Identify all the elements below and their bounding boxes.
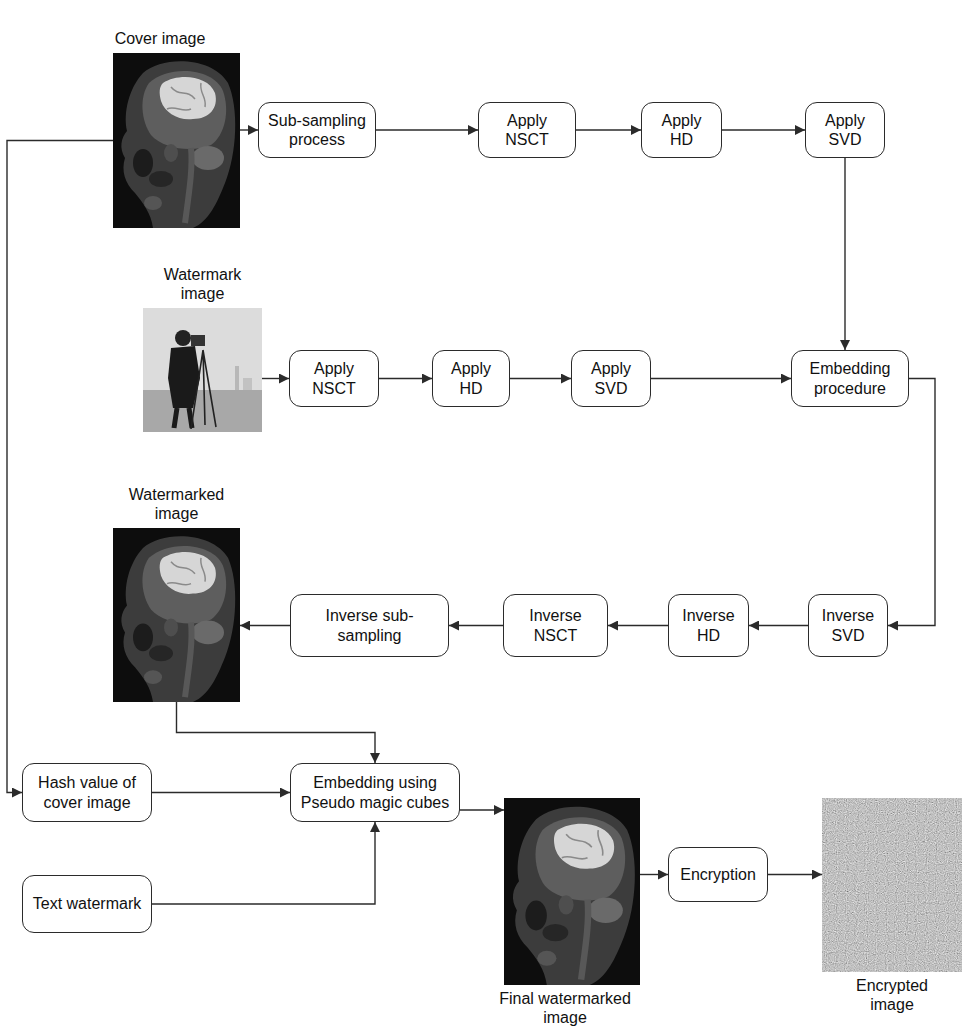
- flow-arrow: [240, 129, 258, 130]
- process-box: Inverse HD: [668, 594, 749, 657]
- noise-illustration: [822, 798, 962, 972]
- flow-arrow: [510, 378, 571, 379]
- image-caption: Watermark image: [148, 265, 258, 303]
- box-label: Apply SVD: [814, 111, 876, 149]
- box-label: Inverse NSCT: [512, 606, 599, 644]
- cameraman-illustration: [143, 308, 262, 432]
- mri-illustration: [113, 53, 240, 228]
- box-label: Embedding procedure: [800, 359, 900, 397]
- connector-group: [7, 130, 935, 904]
- process-box: Apply HD: [641, 102, 722, 158]
- flow-arrow: [749, 625, 808, 626]
- process-box: Text watermark: [22, 875, 152, 933]
- process-box: Apply SVD: [571, 350, 651, 407]
- box-label: Inverse sub-sampling: [299, 606, 440, 644]
- flow-arrow: [608, 625, 668, 626]
- flow-arrow: [722, 129, 805, 130]
- process-box: Inverse NSCT: [503, 594, 608, 657]
- process-box: Hash value of cover image: [22, 763, 152, 822]
- flow-arrow: [376, 129, 478, 130]
- flow-arrow: [379, 378, 432, 379]
- flow-arrow: [460, 809, 504, 810]
- flow-arrow: [449, 625, 503, 626]
- flow-arrow: [177, 702, 376, 763]
- flow-arrow: [152, 792, 290, 793]
- box-label: Text watermark: [33, 894, 141, 913]
- process-box: Apply NSCT: [478, 102, 576, 158]
- image-caption: Final watermarked image: [497, 989, 633, 1027]
- box-label: Apply HD: [650, 111, 713, 149]
- box-label: Inverse SVD: [817, 606, 879, 644]
- flow-arrow: [7, 141, 113, 793]
- process-box: Apply SVD: [805, 102, 885, 158]
- flow-arrow: [152, 822, 375, 904]
- flow-arrow: [262, 378, 289, 379]
- image-caption: Encrypted image: [842, 976, 942, 1014]
- image-frame: Cover image: [113, 53, 240, 228]
- flow-arrow: [576, 129, 641, 130]
- mri-illustration: [504, 798, 640, 985]
- image-caption: Cover image: [97, 29, 224, 48]
- box-label: Apply HD: [441, 359, 501, 397]
- image-frame: Final watermarked image: [504, 798, 640, 985]
- process-box: Encryption: [668, 847, 768, 902]
- process-box: Inverse sub-sampling: [290, 594, 449, 657]
- box-label: Apply SVD: [580, 359, 642, 397]
- process-box: Embedding using Pseudo magic cubes: [290, 763, 460, 822]
- mri-illustration: [113, 528, 240, 702]
- flow-arrow: [640, 874, 668, 875]
- flow-arrow: [651, 378, 791, 379]
- flow-arrow: [768, 874, 822, 875]
- flow-arrow: [888, 379, 935, 626]
- process-box: Apply NSCT: [289, 350, 379, 407]
- box-label: Embedding using Pseudo magic cubes: [299, 773, 451, 811]
- box-label: Inverse HD: [677, 606, 740, 644]
- box-label: Apply NSCT: [298, 359, 370, 397]
- box-label: Sub-sampling process: [267, 111, 367, 149]
- box-label: Hash value of cover image: [31, 773, 143, 811]
- process-box: Embedding procedure: [791, 350, 909, 407]
- process-box: Inverse SVD: [808, 594, 888, 657]
- flow-arrow: [844, 158, 845, 350]
- image-frame: Watermarked image: [113, 528, 240, 702]
- flow-arrow: [240, 625, 290, 626]
- box-label: Apply NSCT: [487, 111, 567, 149]
- process-box: Apply HD: [432, 350, 510, 407]
- image-frame: Encrypted image: [822, 798, 962, 972]
- box-label: Encryption: [680, 865, 756, 884]
- image-frame: Watermark image: [143, 308, 262, 432]
- process-box: Sub-sampling process: [258, 102, 376, 158]
- image-caption: Watermarked image: [117, 485, 237, 523]
